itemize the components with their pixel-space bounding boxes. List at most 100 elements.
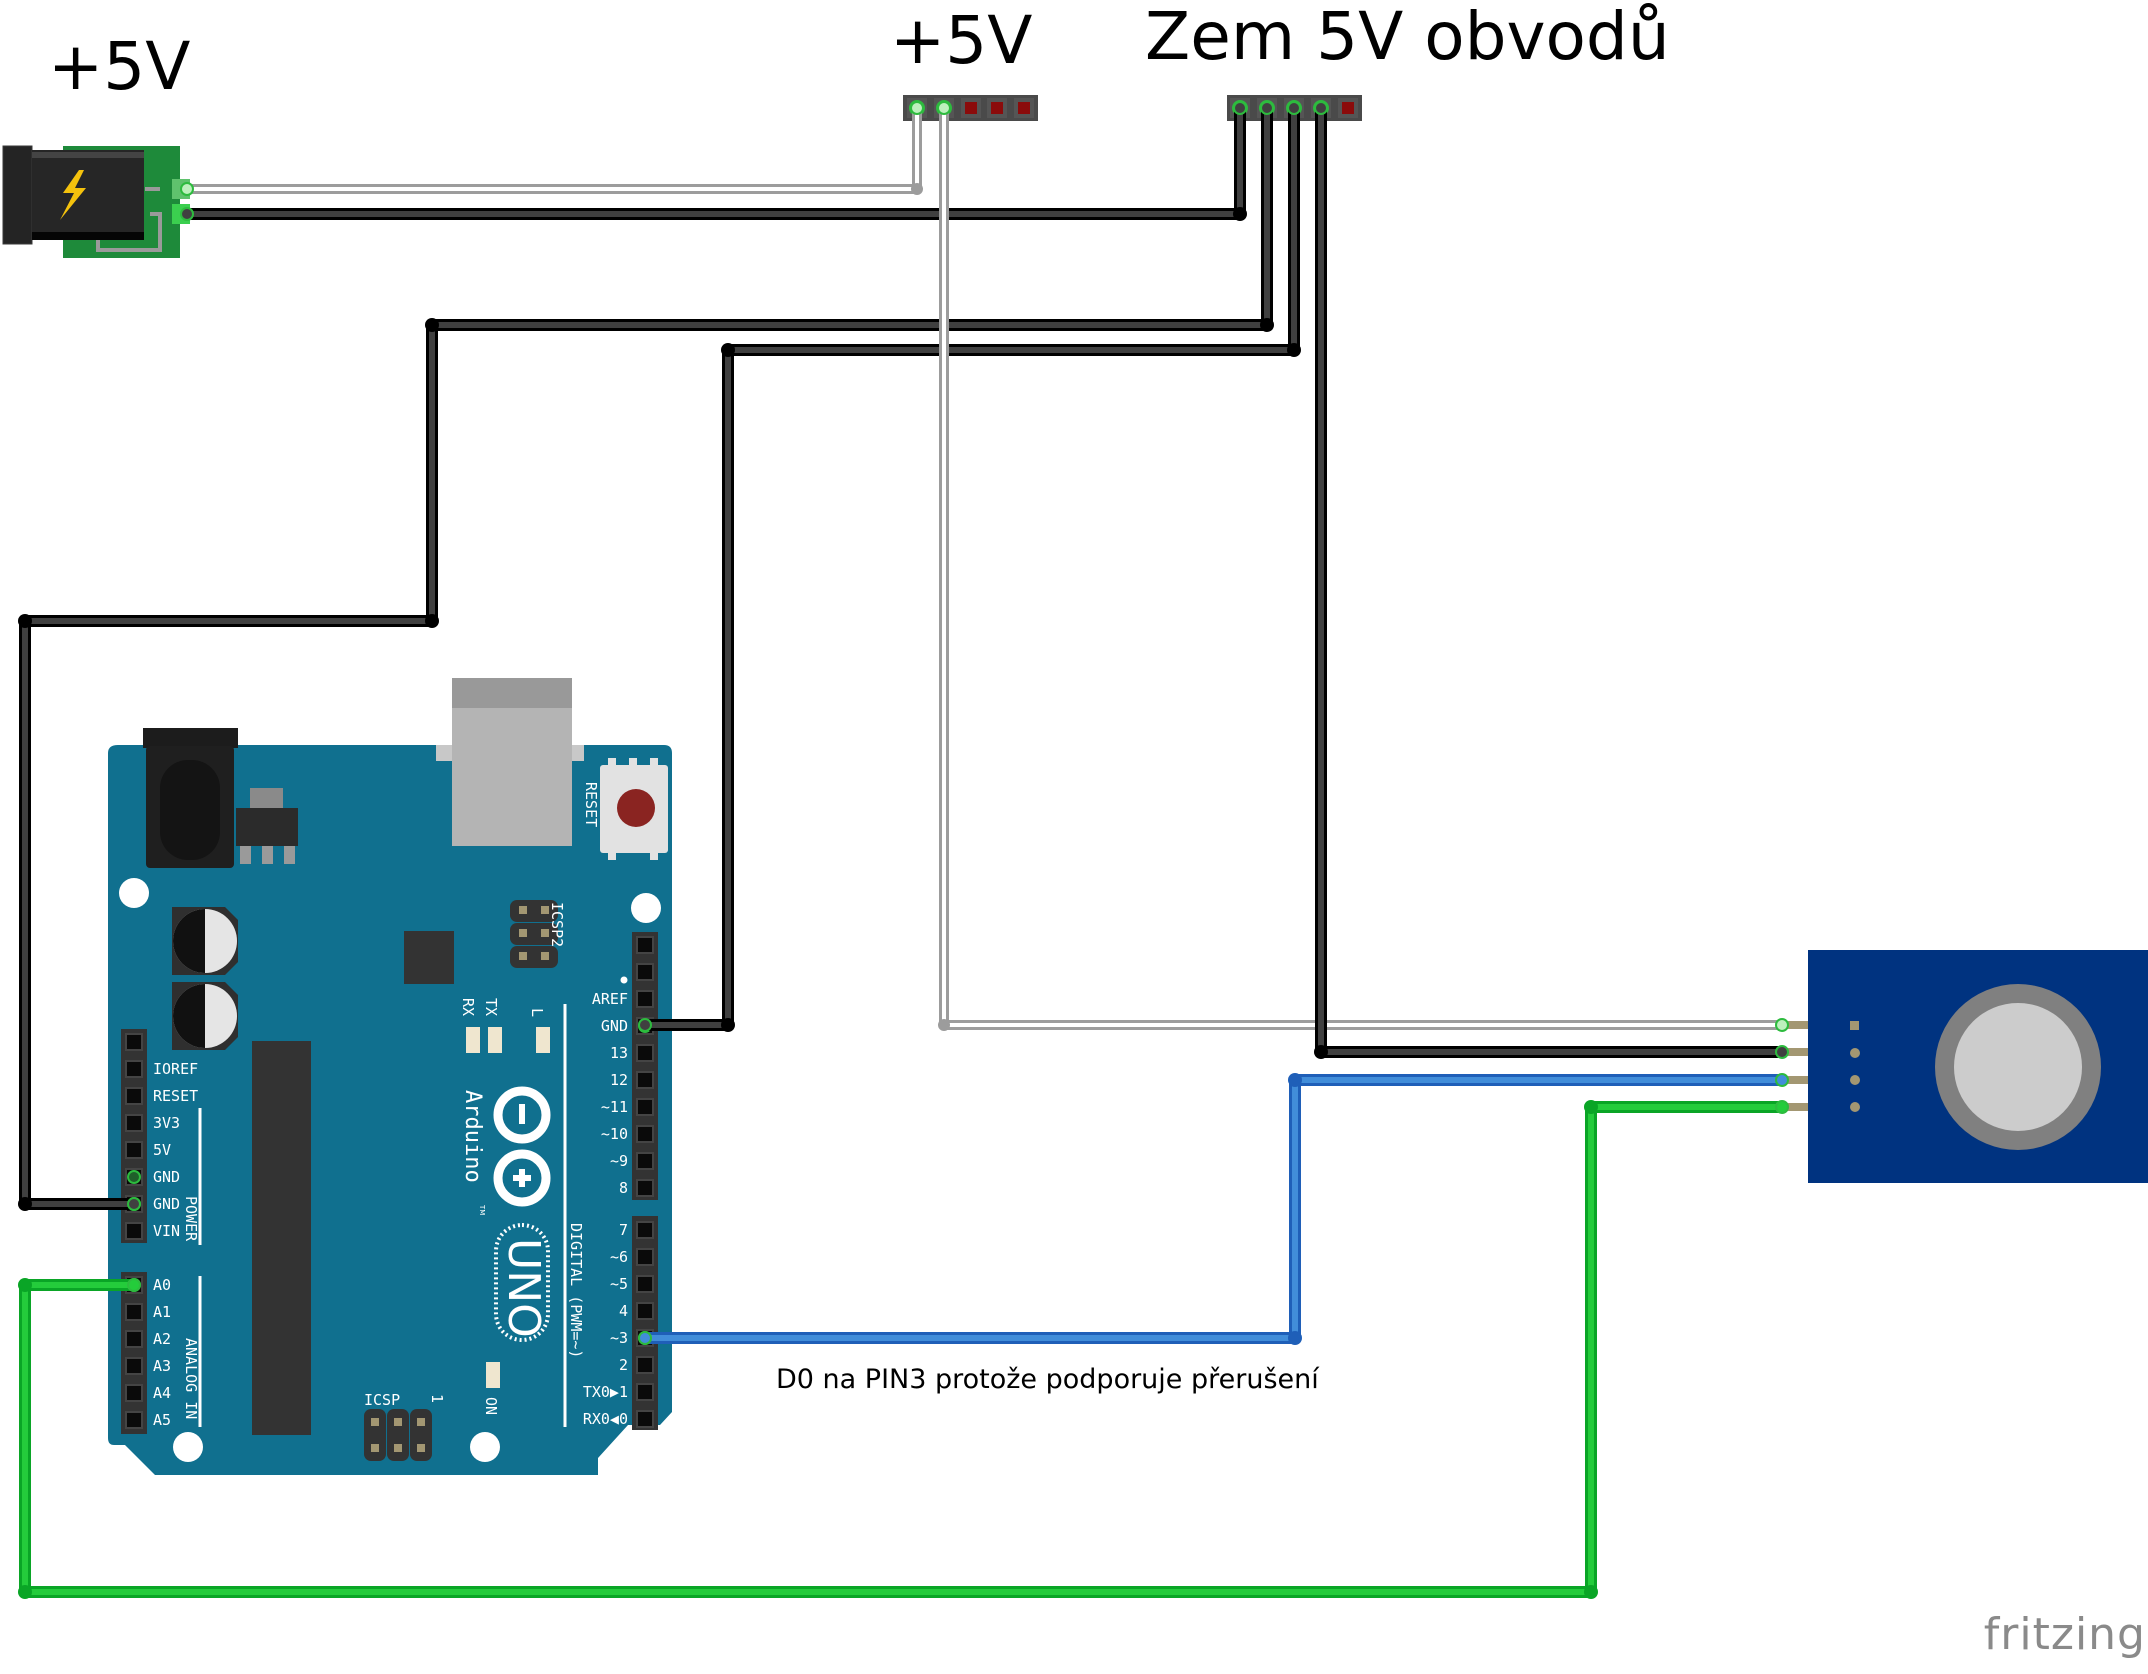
header-pin[interactable] bbox=[125, 1141, 143, 1159]
wire-endpoint[interactable] bbox=[1233, 101, 1247, 115]
header-5v-label: +5V bbox=[890, 2, 1033, 79]
wire-endpoint[interactable] bbox=[937, 101, 951, 115]
wire-5v-to-sensor-vcc[interactable] bbox=[937, 101, 1789, 1032]
capacitor bbox=[172, 982, 238, 1050]
arduino-wordmark: Arduino bbox=[460, 1090, 485, 1183]
pin-label: ~3 bbox=[610, 1329, 628, 1347]
header-pin[interactable] bbox=[636, 1179, 654, 1197]
wire-endpoint[interactable] bbox=[1287, 101, 1301, 115]
pin-label: 4 bbox=[619, 1302, 628, 1320]
header-pin[interactable] bbox=[636, 1044, 654, 1062]
power-jack-label: +5V bbox=[48, 28, 191, 105]
capacitor bbox=[172, 907, 238, 975]
wire-bendpoint[interactable] bbox=[1314, 1045, 1328, 1059]
wire-endpoint[interactable] bbox=[638, 1018, 652, 1032]
wire-core bbox=[187, 108, 919, 191]
header-pin[interactable] bbox=[636, 1410, 654, 1428]
wire-bendpoint[interactable] bbox=[721, 343, 735, 357]
wire-bendpoint[interactable] bbox=[1288, 1073, 1302, 1087]
wire-gnd-to-arduino-power-gnd[interactable] bbox=[18, 101, 1274, 1211]
wire-gnd-to-arduino-digital-gnd[interactable] bbox=[638, 101, 1301, 1032]
dc-power-jack[interactable] bbox=[2, 145, 190, 258]
header-pin[interactable] bbox=[636, 1221, 654, 1239]
header-pin[interactable] bbox=[636, 1098, 654, 1116]
wire-endpoint[interactable] bbox=[180, 207, 194, 221]
header-pin[interactable] bbox=[125, 1303, 143, 1321]
wire-gnd-to-sensor-gnd[interactable] bbox=[1314, 101, 1789, 1059]
wire-endpoint[interactable] bbox=[1775, 1073, 1789, 1087]
pin-label: AREF bbox=[592, 990, 628, 1008]
wire-a0-to-sensor-a0[interactable] bbox=[18, 1100, 1789, 1599]
wire-bendpoint[interactable] bbox=[1287, 343, 1301, 357]
wire-endpoint[interactable] bbox=[1775, 1018, 1789, 1032]
wire-endpoint[interactable] bbox=[1775, 1045, 1789, 1059]
wire-bendpoint[interactable] bbox=[911, 183, 923, 195]
rx-label: RX bbox=[459, 998, 477, 1016]
wire-bendpoint[interactable] bbox=[1260, 318, 1274, 332]
pin-label: 13 bbox=[610, 1044, 628, 1062]
header-pin[interactable] bbox=[636, 1125, 654, 1143]
wire-endpoint[interactable] bbox=[1260, 101, 1274, 115]
pin-label: TX0▶1 bbox=[583, 1383, 628, 1401]
wire-outline bbox=[181, 102, 1246, 220]
wire-bendpoint[interactable] bbox=[18, 614, 32, 628]
reset-label: RESET bbox=[582, 782, 600, 827]
header-pin[interactable] bbox=[125, 1357, 143, 1375]
wire-core bbox=[942, 108, 1782, 1027]
header-pin[interactable] bbox=[636, 936, 654, 954]
header-pin[interactable] bbox=[125, 1384, 143, 1402]
wire-bendpoint[interactable] bbox=[1584, 1100, 1598, 1114]
wire-bendpoint[interactable] bbox=[18, 1278, 32, 1292]
wire-outline bbox=[182, 103, 922, 194]
header-pin[interactable] bbox=[636, 990, 654, 1008]
wire-jack-to-5v-header[interactable] bbox=[180, 101, 924, 196]
wire-core bbox=[645, 108, 1297, 1028]
header-pin[interactable] bbox=[125, 1060, 143, 1078]
pin-label: A2 bbox=[153, 1330, 171, 1348]
wire-bendpoint[interactable] bbox=[938, 1019, 950, 1031]
header-pin[interactable] bbox=[636, 1275, 654, 1293]
sensor-module[interactable] bbox=[1780, 950, 2148, 1183]
wire-endpoint[interactable] bbox=[910, 101, 924, 115]
header-pin[interactable] bbox=[636, 1356, 654, 1374]
header-pin[interactable] bbox=[125, 1222, 143, 1240]
arduino-uno-board[interactable]: RESET bbox=[108, 678, 672, 1475]
wire-endpoint[interactable] bbox=[1775, 1100, 1789, 1114]
header-pin[interactable] bbox=[636, 963, 654, 981]
pin-label: GND bbox=[601, 1017, 628, 1035]
wire-bendpoint[interactable] bbox=[425, 614, 439, 628]
mounting-hole bbox=[119, 878, 149, 908]
d0-pin3-note: D0 na PIN3 protože podporuje přerušení bbox=[776, 1364, 1319, 1395]
header-pin[interactable] bbox=[125, 1330, 143, 1348]
header-pin[interactable] bbox=[636, 1071, 654, 1089]
pin-label: A5 bbox=[153, 1411, 171, 1429]
wire-jack-gnd-to-gnd-header[interactable] bbox=[180, 101, 1247, 221]
wire-bendpoint[interactable] bbox=[1288, 1331, 1302, 1345]
wire-bendpoint[interactable] bbox=[721, 1018, 735, 1032]
fritzing-watermark: fritzing bbox=[1983, 1609, 2146, 1660]
header-pin[interactable] bbox=[125, 1087, 143, 1105]
wire-d3-to-sensor-d0[interactable] bbox=[638, 1073, 1789, 1345]
wire-endpoint[interactable] bbox=[180, 182, 194, 196]
header-pin[interactable] bbox=[636, 1383, 654, 1401]
pin-label: 3V3 bbox=[153, 1114, 180, 1132]
header-pin[interactable] bbox=[125, 1411, 143, 1429]
wire-bendpoint[interactable] bbox=[1584, 1585, 1598, 1599]
header-pin[interactable] bbox=[125, 1033, 143, 1051]
jack-body bbox=[32, 150, 144, 240]
header-pin[interactable] bbox=[125, 1114, 143, 1132]
wire-bendpoint[interactable] bbox=[1233, 207, 1247, 221]
wire-bendpoint[interactable] bbox=[425, 318, 439, 332]
wire-bendpoint[interactable] bbox=[18, 1197, 32, 1211]
wire-bendpoint[interactable] bbox=[18, 1585, 32, 1599]
wire-endpoint[interactable] bbox=[127, 1197, 141, 1211]
wire-endpoint[interactable] bbox=[1314, 101, 1328, 115]
wire-endpoint[interactable] bbox=[638, 1331, 652, 1345]
mounting-hole bbox=[173, 1432, 203, 1462]
header-pin[interactable] bbox=[636, 1248, 654, 1266]
header-pin[interactable] bbox=[636, 1152, 654, 1170]
jack-trace bbox=[96, 187, 162, 252]
wire-endpoint[interactable] bbox=[127, 1278, 141, 1292]
header-pin[interactable] bbox=[636, 1302, 654, 1320]
led-on bbox=[486, 1362, 500, 1388]
